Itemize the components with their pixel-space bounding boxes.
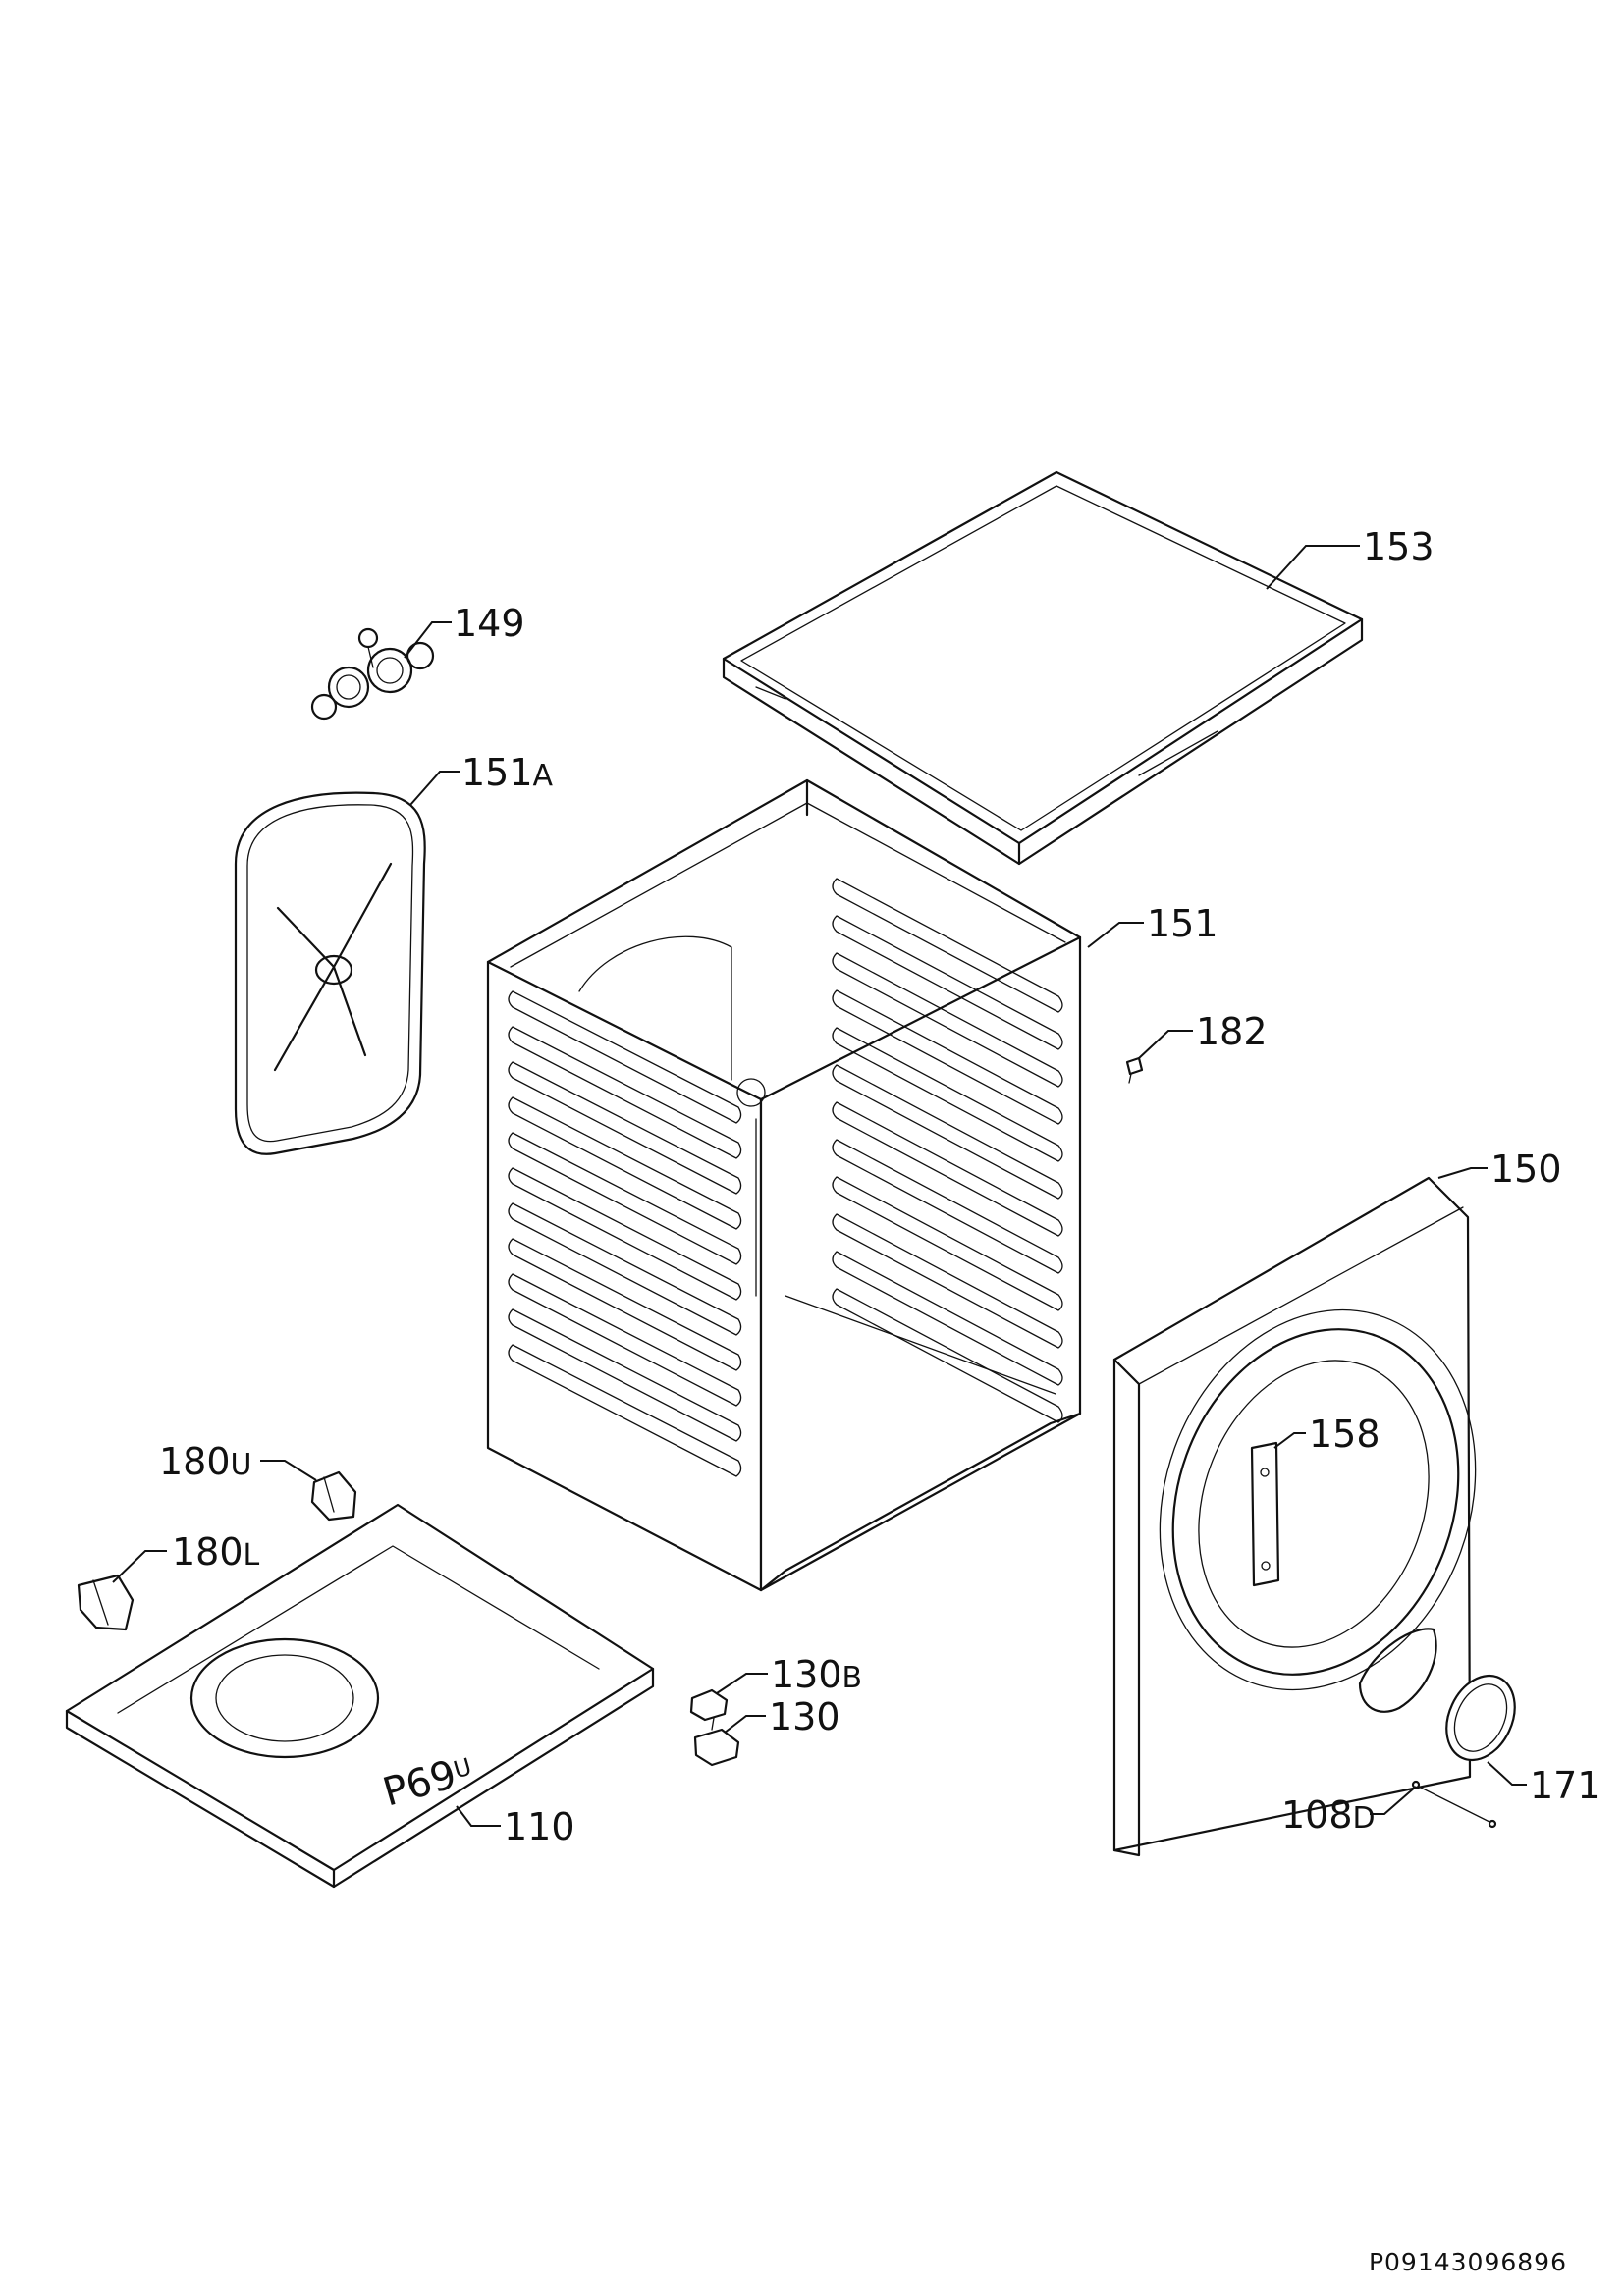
part-180L-bracket bbox=[77, 1574, 135, 1631]
callout-130B: 130B bbox=[771, 1653, 862, 1696]
right-rib bbox=[832, 952, 1063, 1088]
part-180U-bracket bbox=[310, 1470, 357, 1522]
leader-lines bbox=[112, 545, 1527, 1827]
right-rib bbox=[832, 1139, 1063, 1274]
leader-149 bbox=[404, 621, 452, 659]
callout-153: 153 bbox=[1363, 525, 1435, 568]
leader-182 bbox=[1138, 1030, 1193, 1059]
part-158-hinge bbox=[1250, 1441, 1280, 1587]
callout-158: 158 bbox=[1309, 1413, 1380, 1456]
right-rib bbox=[832, 1213, 1063, 1349]
left-rib bbox=[508, 1273, 742, 1407]
part-151-cabinet bbox=[486, 778, 1082, 1592]
callout-labels: 153 149 151A 151 182 150 158 180U 180L 1… bbox=[159, 525, 1601, 1848]
right-rib bbox=[832, 1176, 1063, 1311]
part-171-flap bbox=[1445, 1674, 1516, 1762]
part-151A-side-panel bbox=[234, 791, 426, 1155]
callout-151: 151 bbox=[1147, 902, 1218, 945]
part-149-clamps bbox=[310, 627, 435, 721]
callout-151A: 151A bbox=[461, 751, 554, 794]
callout-182: 182 bbox=[1196, 1010, 1268, 1053]
left-rib bbox=[508, 990, 742, 1124]
callout-180U: 180U bbox=[159, 1440, 252, 1483]
leader-130 bbox=[724, 1715, 766, 1734]
leader-180L bbox=[112, 1550, 167, 1583]
left-rib bbox=[508, 1132, 742, 1265]
callout-110: 110 bbox=[504, 1805, 575, 1848]
right-rib bbox=[832, 1027, 1063, 1162]
left-rib bbox=[508, 1061, 742, 1195]
part-150-front-panel bbox=[1112, 1176, 1477, 1857]
right-rib bbox=[832, 878, 1063, 1013]
right-rib bbox=[832, 1288, 1063, 1423]
leader-108D bbox=[1370, 1786, 1417, 1815]
left-rib bbox=[508, 1308, 742, 1442]
left-panel-ribs bbox=[508, 990, 742, 1477]
left-rib bbox=[508, 1167, 742, 1301]
right-rib bbox=[832, 915, 1063, 1050]
right-rib bbox=[832, 989, 1063, 1125]
callout-108D: 108D bbox=[1281, 1793, 1376, 1837]
right-rib bbox=[832, 1064, 1063, 1200]
leader-150 bbox=[1437, 1167, 1488, 1179]
right-rib bbox=[832, 1101, 1063, 1237]
left-rib bbox=[508, 1202, 742, 1336]
leader-151A bbox=[409, 771, 460, 806]
leader-151 bbox=[1087, 922, 1144, 948]
leader-180U bbox=[260, 1460, 317, 1481]
leader-110 bbox=[456, 1805, 501, 1827]
part-182-screw bbox=[1125, 1056, 1144, 1084]
callout-150: 150 bbox=[1490, 1148, 1562, 1191]
document-code: P09143096896 bbox=[1369, 2248, 1567, 2276]
callout-149: 149 bbox=[454, 602, 525, 645]
leader-158 bbox=[1273, 1432, 1306, 1449]
leader-153 bbox=[1266, 545, 1360, 590]
right-rib bbox=[832, 1251, 1063, 1386]
part-130-foot bbox=[693, 1717, 740, 1767]
left-rib bbox=[508, 1344, 742, 1477]
left-rib bbox=[508, 1026, 742, 1159]
leader-130B bbox=[716, 1673, 768, 1694]
callout-171: 171 bbox=[1530, 1764, 1601, 1807]
left-rib bbox=[508, 1238, 742, 1371]
right-panel-ribs bbox=[832, 878, 1063, 1423]
part-108D-screws bbox=[1411, 1780, 1497, 1829]
part-153-top-cover bbox=[722, 470, 1364, 866]
part-130B-foot-cap bbox=[689, 1688, 729, 1722]
callout-130: 130 bbox=[769, 1695, 840, 1738]
leader-171 bbox=[1487, 1761, 1527, 1786]
left-rib bbox=[508, 1096, 742, 1230]
callout-180L: 180L bbox=[172, 1530, 260, 1574]
